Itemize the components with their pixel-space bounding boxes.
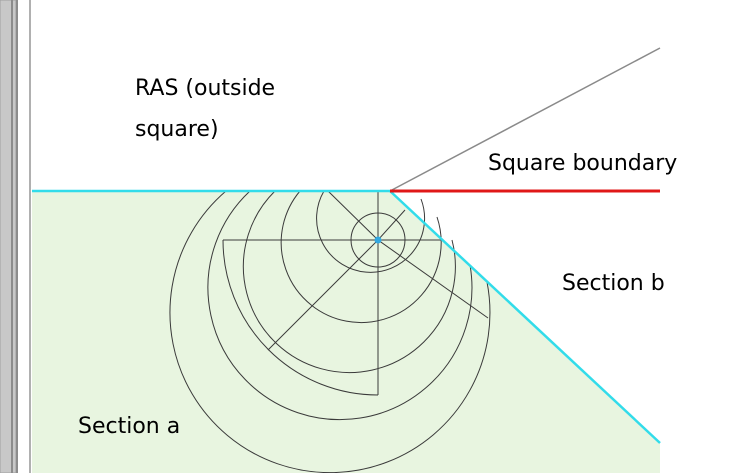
polar-grid: [169, 190, 491, 473]
spoke-downright: [377, 239, 489, 319]
gray-ray: [389, 47, 661, 192]
spoke-upleft: [327, 190, 379, 241]
section-a-label: Section a: [78, 414, 180, 439]
section-a-region: [32, 191, 660, 473]
grid-arc-4: [242, 190, 456, 373]
section-b-label: Section b: [562, 271, 665, 296]
grid-arc-6: [169, 190, 491, 473]
left-scrollbar[interactable]: [0, 0, 17, 473]
center-point: [374, 236, 382, 244]
ras-label-line2: square): [135, 117, 219, 142]
spoke-downleft: [267, 239, 379, 351]
grid-arc-3: [280, 190, 442, 323]
grid-arc-5: [207, 190, 473, 421]
spoke-upright: [377, 209, 406, 241]
diagonal-section-boundary: [389, 190, 661, 444]
square-boundary-label: Square boundary: [488, 151, 677, 176]
grid-arc-2: [316, 190, 426, 273]
ras-label-line1: RAS (outside: [135, 76, 275, 101]
